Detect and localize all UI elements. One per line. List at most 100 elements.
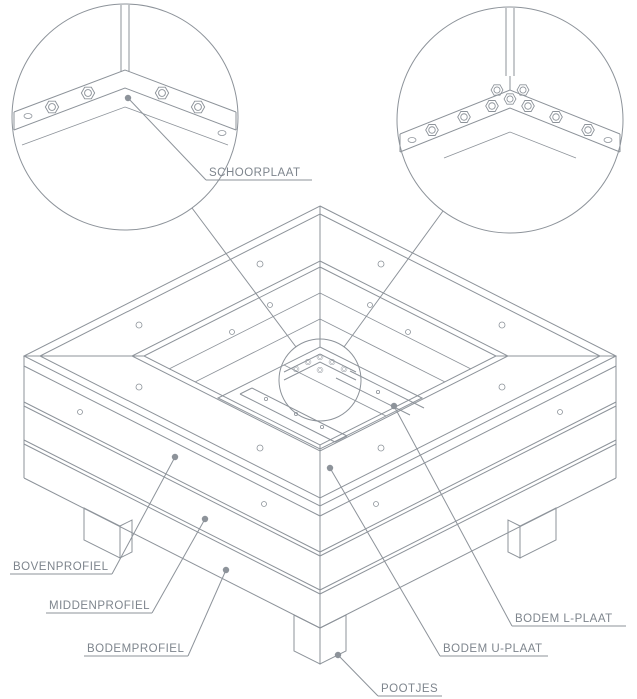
plank-joint xyxy=(23,405,321,557)
screw xyxy=(367,302,373,308)
plank-joint xyxy=(319,401,617,553)
detail-bubble-left xyxy=(11,3,239,231)
foot-right xyxy=(507,507,557,559)
screw xyxy=(229,329,235,335)
bolt-hole xyxy=(603,137,613,143)
label-schoorplaat-text: SCHOORPLAAT xyxy=(209,167,301,179)
leader-line xyxy=(127,97,207,181)
leader-line xyxy=(187,569,227,657)
label-schoorplaat: SCHOORPLAAT xyxy=(124,94,312,181)
screw xyxy=(267,302,273,308)
hex-bolt-icon xyxy=(485,100,499,112)
bodem-u-plaat-part xyxy=(239,387,348,443)
hex-bolt-icon xyxy=(503,93,517,105)
callout-leader-left xyxy=(191,207,297,348)
label-bodemprofiel-text: BODEMPROFIEL xyxy=(87,643,184,655)
plank-joint xyxy=(23,401,321,553)
corner-brace xyxy=(283,353,357,381)
detail-marker-circle xyxy=(278,338,362,422)
wall-bottom-edge xyxy=(23,477,321,629)
bottom-plate-edge xyxy=(399,89,621,135)
bottom-plank-joint xyxy=(283,364,387,417)
label-bodem-u-plaat-text: BODEM U-PLAAT xyxy=(443,643,543,655)
rim xyxy=(22,205,618,507)
small-hole xyxy=(375,389,380,394)
leader-line xyxy=(111,456,176,575)
interior xyxy=(168,267,472,450)
leader-line xyxy=(151,518,206,614)
plank-joint xyxy=(319,443,617,595)
leader-line xyxy=(329,467,441,657)
bottom-plate-edge xyxy=(443,131,577,159)
bolt-hole xyxy=(407,137,417,143)
screw xyxy=(256,444,264,452)
bolt-hole xyxy=(23,113,33,119)
planter-box xyxy=(22,205,618,665)
bolt-hole xyxy=(217,130,227,136)
hex-bolt-icon xyxy=(80,86,96,100)
screw xyxy=(135,321,143,329)
hex-bolt-icon xyxy=(425,124,439,136)
label-bovenprofiel-text: BOVENPROFIEL xyxy=(13,561,109,573)
detail-bubble-right xyxy=(396,6,624,234)
callout-leaders xyxy=(191,207,444,348)
screw xyxy=(256,260,264,268)
hex-bolt-icon xyxy=(190,100,206,114)
bottom-panel-edge xyxy=(216,346,424,450)
hex-bolt-icon xyxy=(340,366,348,372)
plank-joint xyxy=(23,443,321,595)
hex-bolt-icon xyxy=(490,84,504,96)
label-bovenprofiel: BOVENPROFIEL xyxy=(10,453,179,575)
wall-bottom-edge xyxy=(319,477,617,629)
plank-joint xyxy=(23,365,321,517)
hex-bolt-icon xyxy=(154,86,170,100)
inner-plank-joint xyxy=(319,318,446,383)
hex-bolt-icon xyxy=(316,354,324,360)
hex-bolt-icon xyxy=(44,100,60,114)
hex-bolt-icon xyxy=(521,100,535,112)
labels: SCHOORPLAAT BOVENPROFIEL MIDDENPROFIEL B… xyxy=(10,94,626,697)
small-hole xyxy=(263,396,268,401)
label-middenprofiel: MIDDENPROFIEL xyxy=(46,515,209,614)
screw xyxy=(373,501,379,507)
label-middenprofiel-text: MIDDENPROFIEL xyxy=(49,600,150,612)
hex-bolt-icon xyxy=(457,111,471,123)
bodem-l-plaat-part xyxy=(335,370,425,416)
leader-line xyxy=(337,654,379,697)
screw xyxy=(498,321,506,329)
inner-plank-joint xyxy=(168,292,321,370)
detail-circle-left xyxy=(11,3,239,231)
foot-front xyxy=(293,614,347,665)
callout-leader-right xyxy=(343,210,444,348)
screw xyxy=(405,329,411,335)
label-bodemprofiel: BODEMPROFIEL xyxy=(84,566,230,657)
screw xyxy=(77,409,83,415)
hex-bolt-icon xyxy=(316,367,324,373)
screw xyxy=(498,383,506,391)
label-bodem-l-plaat: BODEM L-PLAAT xyxy=(390,402,626,627)
plank-joint xyxy=(23,439,321,591)
schoorplaat-edge xyxy=(13,87,237,131)
label-pootjes: POOTJES xyxy=(334,651,442,697)
feet xyxy=(83,507,557,665)
screw xyxy=(377,444,385,452)
plank-joint xyxy=(319,405,617,557)
small-hole xyxy=(319,424,324,429)
plank-joint xyxy=(319,365,617,517)
screw xyxy=(557,409,563,415)
detail-circle-right xyxy=(396,6,624,234)
screw xyxy=(261,501,267,507)
hex-bolt-icon xyxy=(581,124,595,136)
label-bodem-l-plaat-text: BODEM L-PLAAT xyxy=(515,613,613,625)
screw xyxy=(377,260,385,268)
screw xyxy=(135,383,143,391)
inner-plank-joint xyxy=(319,292,472,370)
walls xyxy=(23,356,617,629)
plank-joint xyxy=(319,439,617,591)
hex-bolt-icon xyxy=(516,84,530,96)
foot-left xyxy=(83,507,133,559)
leader-line xyxy=(393,405,513,627)
inner-plank-joint xyxy=(194,318,321,383)
